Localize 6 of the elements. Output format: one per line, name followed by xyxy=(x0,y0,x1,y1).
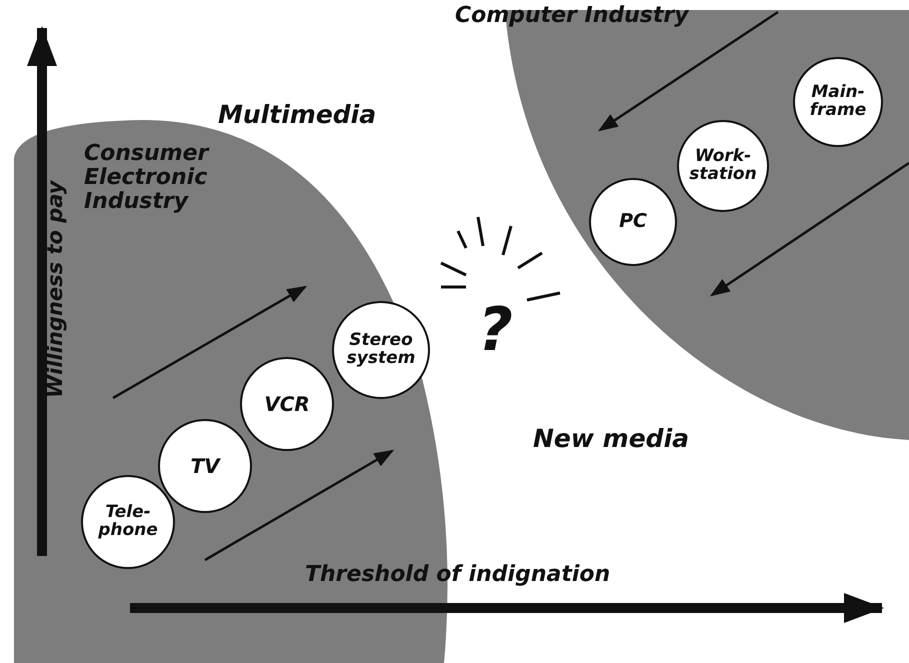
question-mark: ? xyxy=(478,300,513,360)
area-label: Multimedia xyxy=(218,102,376,127)
axis-label: Threshold of indignation xyxy=(305,564,610,586)
area-label: New media xyxy=(533,426,690,451)
axis-label: Willingness to pay xyxy=(45,180,66,398)
region-label: Consumer Electronic Industry xyxy=(84,142,210,215)
